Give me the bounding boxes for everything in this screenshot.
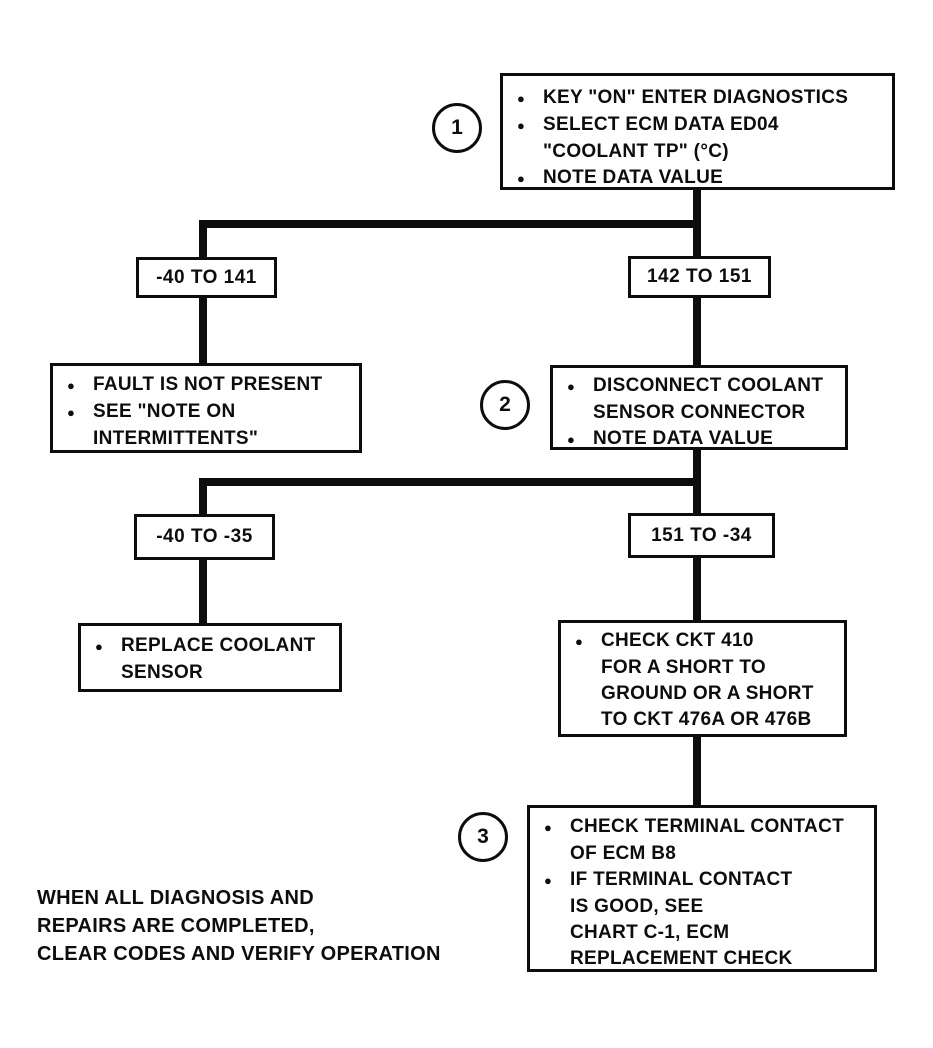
bullet-icon: ● (544, 820, 553, 835)
connector-branch1-left-to-fault (199, 298, 207, 363)
fault-text: INTERMITTENTS" (93, 428, 259, 449)
completion-note-line: CLEAR CODES AND VERIFY OPERATION (37, 943, 441, 965)
branch1-right-value: 142 TO 151 (646, 266, 752, 287)
branch1-left-value: -40 TO 141 (156, 266, 257, 288)
step1-bullet-line: "COOLANT TP" (°C) (517, 139, 886, 165)
connector-branch1-right-down (693, 226, 701, 257)
checkckt-text: FOR A SHORT TO (601, 657, 766, 678)
checkckt-text: GROUND OR A SHORT (601, 683, 814, 704)
bullet-icon: ● (95, 639, 104, 654)
step1-text: KEY "ON" ENTER DIAGNOSTICS (543, 87, 849, 108)
step3-box: ● CHECK TERMINAL CONTACT OF ECM B8 ● IF … (527, 805, 877, 972)
step-badge-3-number: 3 (477, 825, 489, 848)
step-badge-2-number: 2 (499, 393, 511, 416)
checkckt-bullet-line: ● CHECK CKT 410 (575, 628, 838, 655)
step2-bullet-line: ● DISCONNECT COOLANT (567, 373, 839, 400)
connector-branch2-horizontal (199, 478, 701, 486)
step2-box: ● DISCONNECT COOLANT SENSOR CONNECTOR ● … (550, 365, 848, 450)
replace-bullet-line: ● REPLACE COOLANT (95, 633, 333, 660)
check-ckt-box: ● CHECK CKT 410 FOR A SHORT TO GROUND OR… (558, 620, 847, 737)
connector-step1-down (693, 190, 701, 221)
fault-bullet-line: ● FAULT IS NOT PRESENT (67, 372, 353, 399)
branch1-left-value-box: -40 TO 141 (136, 257, 277, 298)
step2-bullet-line: ● NOTE DATA VALUE (567, 426, 839, 453)
step-badge-2: 2 (480, 380, 530, 430)
step1-text: NOTE DATA VALUE (543, 167, 724, 188)
step1-bullet-line: ● KEY "ON" ENTER DIAGNOSTICS (517, 85, 886, 112)
bullet-icon: ● (517, 118, 526, 133)
step3-text: IF TERMINAL CONTACT (570, 869, 793, 890)
fault-bullet-line: ● SEE "NOTE ON (67, 399, 353, 426)
connector-step2-down (693, 450, 701, 479)
step1-bullet-line: ● SELECT ECM DATA ED04 (517, 112, 886, 139)
branch1-right-value-box: 142 TO 151 (628, 256, 771, 298)
connector-branch2-left-down (199, 484, 207, 514)
fault-bullet-line: INTERMITTENTS" (67, 426, 353, 452)
step3-text: CHART C-1, ECM (570, 922, 730, 943)
step2-text: SENSOR CONNECTOR (593, 402, 806, 423)
step3-bullet-line: IS GOOD, SEE (544, 894, 868, 920)
branch2-right-value: 151 TO -34 (651, 524, 752, 546)
checkckt-bullet-line: FOR A SHORT TO (575, 655, 838, 681)
step3-bullet-line: ● IF TERMINAL CONTACT (544, 867, 868, 894)
step-badge-1-number: 1 (451, 116, 463, 139)
step3-text: CHECK TERMINAL CONTACT (570, 816, 844, 837)
replace-bullet-line: SENSOR (95, 660, 333, 686)
completion-note: WHEN ALL DIAGNOSIS AND REPAIRS ARE COMPL… (37, 884, 441, 968)
connector-branch1-left-down (199, 226, 207, 257)
branch2-left-value: -40 TO -35 (156, 526, 253, 547)
step2-text: DISCONNECT COOLANT (593, 375, 824, 396)
step1-text: SELECT ECM DATA ED04 (543, 114, 779, 135)
step-badge-3: 3 (458, 812, 508, 862)
replace-sensor-box: ● REPLACE COOLANT SENSOR (78, 623, 342, 692)
checkckt-bullet-line: GROUND OR A SHORT (575, 681, 838, 707)
connector-branch1-right-to-step2 (693, 298, 701, 365)
step3-text: REPLACEMENT CHECK (570, 948, 793, 969)
connector-branch2-right-down (693, 484, 701, 513)
checkckt-text: CHECK CKT 410 (601, 630, 754, 651)
step1-text: "COOLANT TP" (°C) (543, 141, 729, 162)
bullet-icon: ● (517, 91, 526, 106)
fault-text: SEE "NOTE ON (93, 401, 236, 422)
step-badge-1: 1 (432, 103, 482, 153)
completion-note-line: REPAIRS ARE COMPLETED, (37, 915, 315, 937)
replace-text: SENSOR (121, 662, 204, 683)
bullet-icon: ● (544, 873, 553, 888)
connector-branch2-left-to-replace (199, 560, 207, 623)
step1-box: ● KEY "ON" ENTER DIAGNOSTICS ● SELECT EC… (500, 73, 895, 190)
step2-bullet-line: SENSOR CONNECTOR (567, 400, 839, 426)
checkckt-bullet-line: TO CKT 476A OR 476B (575, 707, 838, 733)
completion-note-line: WHEN ALL DIAGNOSIS AND (37, 887, 314, 909)
step2-text: NOTE DATA VALUE (593, 428, 774, 449)
bullet-icon: ● (567, 379, 576, 394)
step3-bullet-line: REPLACEMENT CHECK (544, 946, 868, 972)
branch2-right-value-box: 151 TO -34 (628, 513, 775, 558)
bullet-icon: ● (567, 432, 576, 447)
connector-branch2-right-to-checkckt (693, 558, 701, 622)
fault-text: FAULT IS NOT PRESENT (93, 374, 323, 395)
bullet-icon: ● (517, 171, 526, 186)
step3-text: OF ECM B8 (570, 843, 677, 864)
branch2-left-value-box: -40 TO -35 (134, 514, 275, 560)
step3-bullet-line: CHART C-1, ECM (544, 920, 868, 946)
step3-bullet-line: ● CHECK TERMINAL CONTACT (544, 814, 868, 841)
bullet-icon: ● (67, 378, 76, 393)
bullet-icon: ● (575, 634, 584, 649)
step1-bullet-line: ● NOTE DATA VALUE (517, 165, 886, 192)
checkckt-text: TO CKT 476A OR 476B (601, 709, 812, 730)
bullet-icon: ● (67, 405, 76, 420)
connector-checkckt-to-step3 (693, 737, 701, 805)
fault-not-present-box: ● FAULT IS NOT PRESENT ● SEE "NOTE ON IN… (50, 363, 362, 453)
step3-text: IS GOOD, SEE (570, 896, 704, 917)
step3-bullet-line: OF ECM B8 (544, 841, 868, 867)
replace-text: REPLACE COOLANT (121, 635, 316, 656)
connector-branch1-horizontal (199, 220, 701, 228)
